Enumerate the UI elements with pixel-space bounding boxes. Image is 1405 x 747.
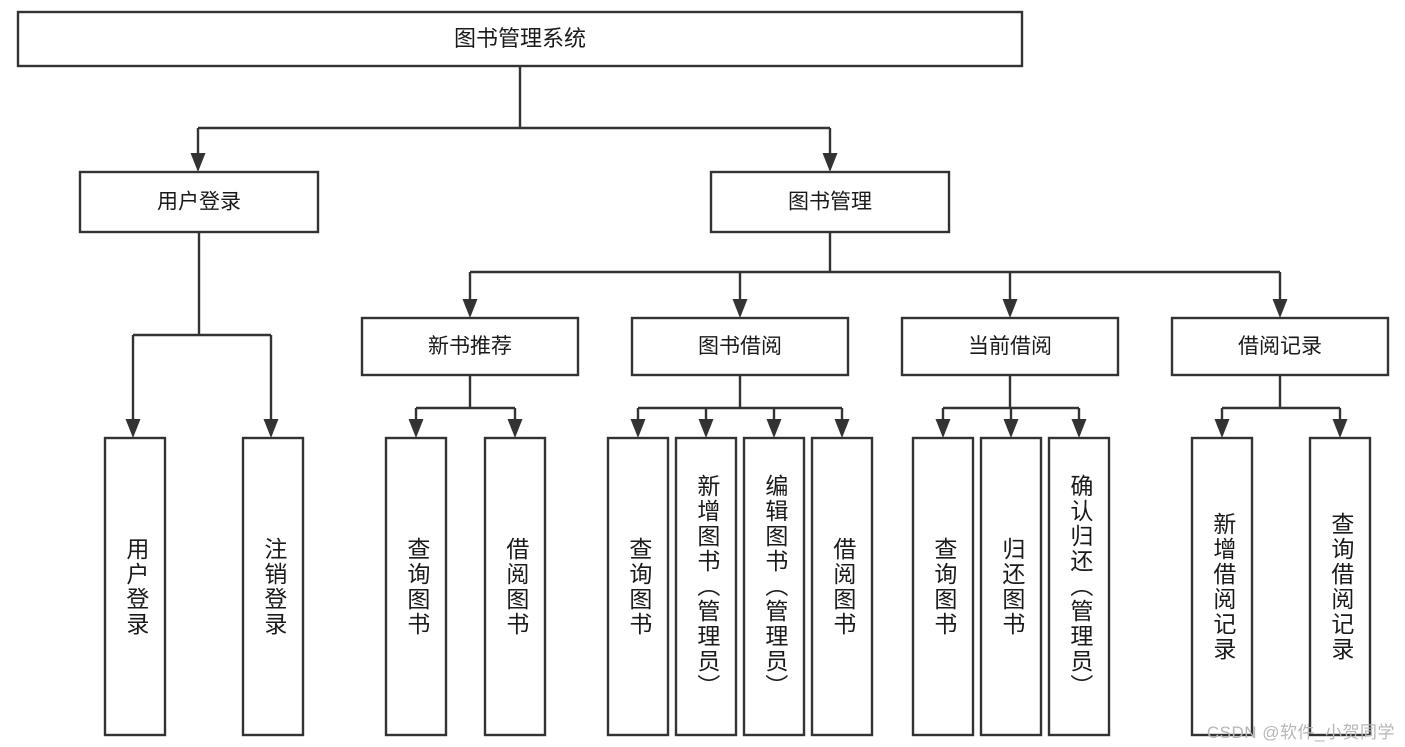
arrow-head-icon: [630, 419, 646, 438]
leaf-node-box-1[interactable]: [241, 436, 305, 737]
arrow-head-icon: [462, 299, 478, 318]
arrow-head-icon: [1071, 419, 1087, 438]
arrow-head-icon: [263, 419, 279, 438]
root-node-box[interactable]: [16, 10, 1024, 68]
level3-node-box-2[interactable]: [900, 316, 1120, 377]
level2-node-box-0[interactable]: [78, 170, 320, 234]
arrow-head-icon: [834, 419, 850, 438]
leaf-node-box-12[interactable]: [1308, 436, 1372, 737]
level3-node-label-3: 借阅记录: [1238, 335, 1322, 358]
leaf-node-box-2[interactable]: [384, 436, 448, 737]
arrow-head-icon: [1332, 419, 1348, 438]
level2-node-label-0: 用户登录: [157, 191, 241, 214]
arrow-head-icon: [1214, 419, 1230, 438]
level3-node-box-0[interactable]: [360, 316, 580, 377]
arrow-head-icon: [408, 419, 424, 438]
leaf-node-box-7[interactable]: [810, 436, 874, 737]
leaf-node-box-11[interactable]: [1190, 436, 1254, 737]
root-node-label: 图书管理系统: [454, 26, 586, 51]
arrow-head-icon: [822, 153, 838, 172]
arrow-head-icon: [935, 419, 951, 438]
leaf-node-box-8[interactable]: [911, 436, 975, 737]
arrow-head-icon: [1002, 299, 1018, 318]
node-box-layer: [16, 10, 1390, 737]
level3-node-label-2: 当前借阅: [968, 335, 1052, 358]
arrow-head-icon: [698, 419, 714, 438]
arrow-head-icon: [1272, 299, 1288, 318]
leaf-node-box-3[interactable]: [483, 436, 547, 737]
level3-node-box-3[interactable]: [1170, 316, 1390, 377]
arrow-head-icon: [1003, 419, 1019, 438]
leaf-node-box-6[interactable]: [742, 436, 806, 737]
level2-node-box-1[interactable]: [709, 170, 951, 234]
arrow-head-icon: [507, 419, 523, 438]
csdn-watermark: CSDN @软件_小贺同学: [1206, 723, 1395, 742]
arrow-head-icon: [190, 153, 206, 172]
leaf-node-box-4[interactable]: [606, 436, 670, 737]
leaf-node-box-9[interactable]: [979, 436, 1043, 737]
arrow-head-icon: [732, 299, 748, 318]
connector-layer: [125, 66, 1348, 438]
arrow-head-icon: [766, 419, 782, 438]
level3-node-label-0: 新书推荐: [428, 335, 512, 358]
level3-node-box-1[interactable]: [630, 316, 850, 377]
level3-node-label-1: 图书借阅: [698, 335, 782, 358]
arrow-head-icon: [125, 419, 141, 438]
leaf-node-box-5[interactable]: [674, 436, 738, 737]
leaf-node-box-0[interactable]: [103, 436, 167, 737]
level2-node-label-1: 图书管理: [788, 191, 872, 214]
leaf-node-box-10[interactable]: [1047, 436, 1111, 737]
